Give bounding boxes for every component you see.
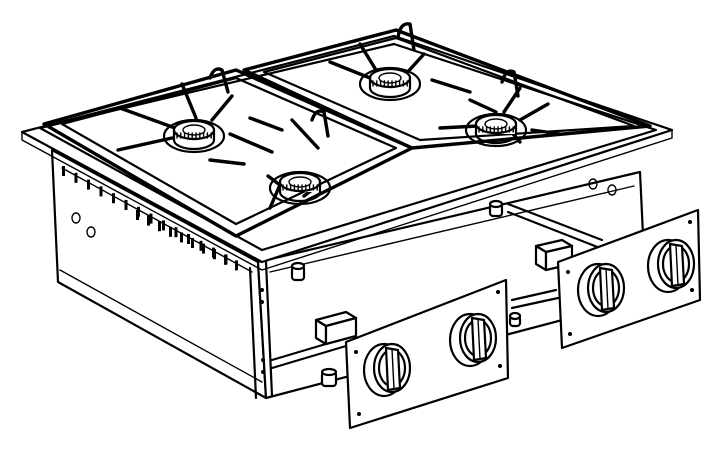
vent-slot-front [202,243,205,254]
grate-left-frame-inner [60,76,398,226]
grate-left-handle-1 [208,67,230,94]
burner-1 [162,118,226,154]
corner-post-rivets [260,288,265,374]
grate-left-handle-2 [310,109,330,138]
vent-slot-front [213,249,216,260]
left-panel-inner-edge [61,167,253,273]
vent-slot-left [174,227,178,238]
grate-right-frame-inner [262,36,636,142]
control-knobs [362,238,696,398]
vent-slot-front [158,221,161,232]
vent-slot-front [191,238,194,248]
burner-3 [358,66,422,102]
corner-post [248,260,274,400]
grate-right-handle-2 [500,69,520,98]
vent-slot-left [187,234,190,244]
vent-slot-left [87,179,90,190]
grate-right-fingers [328,42,562,144]
vent-slots-front [136,210,238,271]
control-knob-1[interactable] [362,342,412,398]
vent-slot-left [149,213,153,224]
burners [162,66,528,206]
grate-right-frame [242,28,652,150]
grate-right [242,22,652,150]
vent-slot-left [99,186,103,197]
vent-slot-left [162,220,165,231]
manifold-pipe-mid [510,288,560,310]
vent-slot-left [124,200,128,210]
grate-right-handle-1 [396,22,416,52]
vent-slot-left [112,193,115,204]
vent-slot-front [169,226,172,237]
burner-4 [464,112,528,148]
panel-bracket-left [314,310,358,346]
gas-manifold [270,199,604,388]
control-knob-2[interactable] [448,312,498,368]
vent-slot-left [74,172,78,183]
vent-slot-left [199,240,203,251]
vent-slot-left [62,166,65,176]
vent-slot-front [136,210,139,220]
gas-valve-stub-1 [290,261,306,282]
gas-valve-stub-2 [488,199,504,218]
burner-2 [268,170,332,206]
gas-valve-stub-3 [320,367,338,388]
vent-slot-front [224,254,227,265]
control-knob-4[interactable] [646,238,696,294]
top-frame-front-edge [21,129,673,271]
left-panel-bottom-lip [59,269,263,383]
vent-slot-front [180,232,183,243]
vent-slot-front [235,260,238,271]
vent-slot-front [147,215,150,226]
side-panel-holes [71,178,617,238]
manifold-pipe-upper [506,202,604,250]
front-panel-inner-edge [269,185,635,273]
control-knob-3[interactable] [576,262,626,318]
gas-valve-stub-4 [508,311,522,328]
